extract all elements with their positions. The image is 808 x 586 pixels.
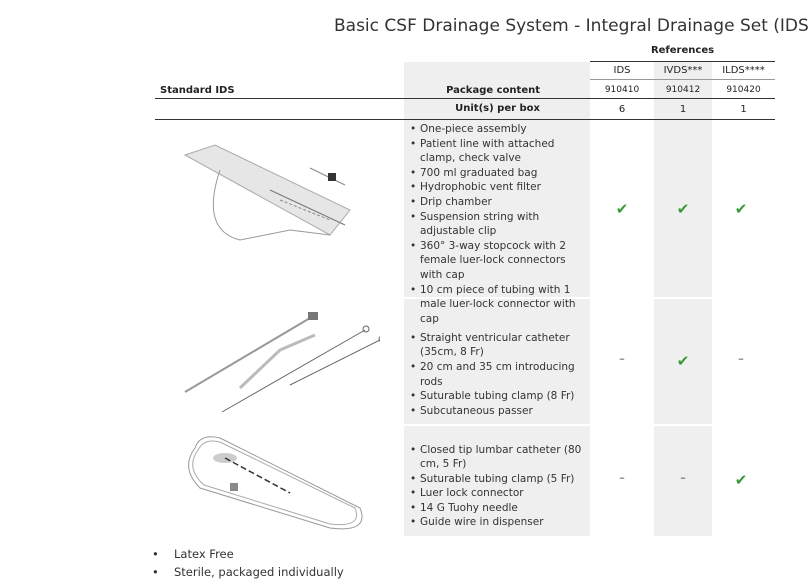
ids-assembly-illustration [183, 144, 351, 241]
package-item: One-piece assembly [410, 122, 585, 137]
package-content-list: One-piece assemblyPatient line with atta… [410, 122, 585, 326]
check-icon: ✔ [734, 471, 748, 489]
package-item: Straight ventricular catheter (35cm, 8 F… [410, 331, 585, 360]
column-name: ILDS**** [722, 65, 765, 76]
package-item: Closed tip lumbar catheter (80 cm, 5 Fr) [410, 443, 585, 472]
check-icon: ✔ [734, 200, 748, 218]
package-item: 10 cm piece of tubing with 1 male luer-l… [410, 283, 585, 327]
package-item: Subcutaneous passer [410, 404, 585, 419]
footnote-sterile: Sterile, packaged individually [152, 563, 344, 581]
package-item: Suturable tubing clamp (5 Fr) [410, 472, 585, 487]
standard-ids-label: Standard IDS [160, 85, 235, 96]
package-item: Drip chamber [410, 195, 585, 210]
not-included-dash: – [619, 471, 625, 484]
package-item: 14 G Tuohy needle [410, 501, 585, 516]
package-item: 700 ml graduated bag [410, 166, 585, 181]
reference-number: 910412 [665, 85, 701, 95]
ivds-column-bg [654, 62, 712, 536]
package-item: Patient line with attached clamp, check … [410, 137, 585, 166]
package-item: Hydrophobic vent filter [410, 180, 585, 195]
package-item: 20 cm and 35 cm introducing rods [410, 360, 585, 389]
units-per-box: 6 [618, 104, 626, 115]
not-included-dash: – [738, 352, 744, 365]
references-header: References [650, 45, 715, 56]
package-item: 360° 3-way stopcock with 2 female luer-l… [410, 239, 585, 283]
package-item: Suturable tubing clamp (8 Fr) [410, 389, 585, 404]
lumbar-catheter-illustration [188, 436, 363, 530]
not-included-dash: – [680, 471, 686, 484]
package-item: Guide wire in dispenser [410, 515, 585, 530]
package-item: Luer lock connector [410, 486, 585, 501]
units-per-box-header: Unit(s) per box [455, 103, 540, 114]
column-name: IVDS*** [663, 65, 703, 76]
ventricular-catheter-illustration [184, 312, 380, 413]
footnote-latex-free: Latex Free [152, 545, 344, 563]
check-icon: ✔ [676, 200, 690, 218]
units-per-box: 1 [679, 104, 687, 115]
check-icon: ✔ [615, 200, 629, 218]
not-included-dash: – [619, 352, 625, 365]
package-content-list: Closed tip lumbar catheter (80 cm, 5 Fr)… [410, 443, 585, 531]
package-content-list: Straight ventricular catheter (35cm, 8 F… [410, 331, 585, 419]
page-title: Basic CSF Drainage System - Integral Dra… [334, 16, 808, 36]
package-content-header: Package content [446, 85, 540, 96]
package-item: Suspension string with adjustable clip [410, 210, 585, 239]
column-name: IDS [613, 65, 631, 76]
check-icon: ✔ [676, 352, 690, 370]
reference-number: 910420 [726, 85, 761, 95]
units-per-box: 1 [740, 104, 747, 115]
footnotes: Latex Free Sterile, packaged individuall… [152, 545, 344, 581]
reference-number: 910410 [604, 85, 640, 95]
